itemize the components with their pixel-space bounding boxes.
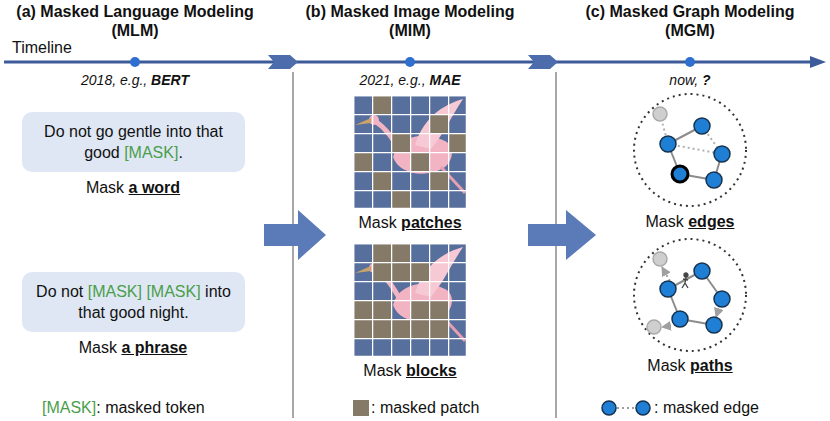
sentence-text: Do not [MASK] [MASK] into that good nigh… [32, 281, 235, 323]
section-heading: (b) Masked Image Modeling (MIM) [285, 2, 535, 40]
graph-node [694, 263, 710, 279]
masked-path-step [662, 325, 676, 327]
legend-swatch [353, 400, 369, 416]
timeline-label: Timeline [12, 38, 72, 58]
graph-nodes [660, 263, 730, 333]
graph-node-sample [636, 401, 650, 415]
legend-entry: : masked edge [600, 398, 759, 418]
legend-text: : masked edge [654, 398, 759, 418]
masked-graph-node [653, 252, 667, 266]
sentence-box: Do not go gentle into that good [MASK]. [22, 112, 245, 172]
graph-node-sample [602, 401, 616, 415]
legend-text: : masked patch [371, 398, 480, 418]
timeline-date: 2021, e.g., MAE [359, 70, 460, 90]
masked-graph-node [653, 107, 667, 121]
mask-token-note: [MASK]: masked token [42, 398, 205, 418]
image-ground [353, 95, 467, 209]
graph-boundary [634, 239, 746, 351]
mask-caption: Mask patches [358, 213, 461, 233]
transition-arrow [264, 210, 326, 260]
grid-lines [353, 95, 467, 209]
mask-caption: Mask paths [647, 356, 732, 376]
sentence-text: Do not go gentle into that good [MASK]. [32, 121, 235, 163]
timeline [4, 55, 826, 69]
legend-entry: : masked patch [353, 398, 480, 418]
graph-node [706, 317, 722, 333]
graph-boundary [634, 94, 746, 206]
timeline-dot [130, 57, 140, 67]
graph-node [660, 136, 676, 152]
graph-masked-edges [634, 94, 746, 206]
sentence-box: Do not [MASK] [MASK] into that good nigh… [22, 272, 245, 332]
masked-image-patches [353, 95, 467, 209]
grid-border [353, 95, 467, 209]
timeline-dot [685, 57, 695, 67]
mask-caption: Mask a phrase [79, 338, 187, 358]
masked-edge-sample [600, 398, 652, 418]
grid-lines [353, 243, 467, 357]
masked-patch-group [353, 95, 467, 209]
graph-masked-paths [634, 239, 746, 351]
transition-arrow [528, 210, 596, 260]
image-ground [353, 243, 467, 357]
graph-node [672, 311, 688, 327]
timeline-date: now, ? [669, 70, 710, 90]
mask-caption: Mask blocks [363, 361, 456, 381]
grid-border [353, 243, 467, 357]
masked-image-blocks [353, 243, 467, 357]
graph-node [714, 146, 730, 162]
timeline-arrowhead [810, 56, 826, 68]
masked-edges [660, 114, 722, 154]
graph-node [660, 281, 676, 297]
timeline-dot [405, 57, 415, 67]
masked-graph-node [647, 320, 661, 334]
graph-node [706, 172, 722, 188]
section-heading: (a) Masked Language Modeling (MLM) [0, 2, 270, 40]
masked-path-step [662, 267, 670, 281]
graph-node [672, 166, 688, 182]
graph-node [694, 118, 710, 134]
graph-nodes [660, 118, 730, 188]
graph-node [714, 291, 730, 307]
timeline-chevron [268, 55, 298, 69]
timeline-date: 2018, e.g., BERT [81, 70, 189, 90]
walker-icon [682, 273, 688, 288]
timeline-chevron [528, 55, 558, 69]
section-heading: (c) Masked Graph Modeling (MGM) [560, 2, 820, 40]
mask-caption: Mask edges [646, 212, 735, 232]
mask-caption: Mask a word [86, 178, 180, 198]
